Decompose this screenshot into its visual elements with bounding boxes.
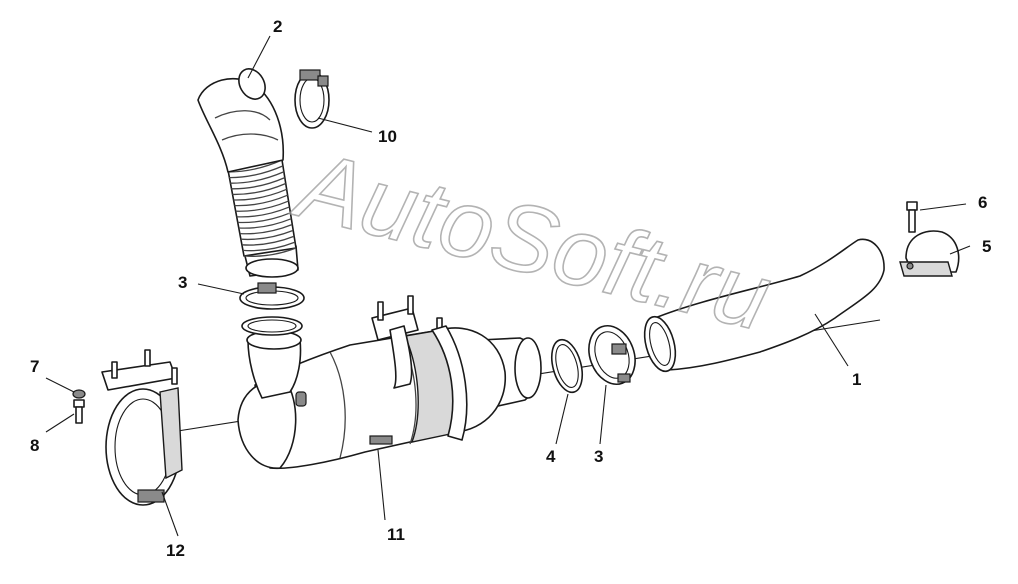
bellows-rib: [242, 241, 296, 252]
washer-7: [72, 389, 86, 399]
bellows-rib: [236, 206, 290, 218]
leader-12: [161, 491, 179, 537]
bellows-rib: [233, 188, 287, 201]
flex-elbow-pipe: [197, 68, 299, 278]
bellows-rib: [238, 218, 292, 229]
leader-3-left: [197, 283, 245, 295]
converter-mount-bracket: [371, 295, 468, 441]
callout-7: 7: [30, 357, 39, 376]
bolt-6: [906, 201, 918, 233]
watermark-text: AutoSoft.ru: [284, 130, 781, 351]
front-bracket-clamp: [101, 349, 183, 506]
inlet-gasket-rings: [241, 316, 303, 336]
bellows-rib: [239, 223, 293, 235]
bellows-ribs: [227, 159, 297, 257]
bellows-rib: [240, 229, 294, 241]
callout-6: 6: [978, 193, 987, 212]
bellows-rib: [232, 182, 286, 196]
callout-11: 11: [387, 525, 405, 544]
exhaust-pipe: [643, 238, 885, 373]
bellows-rib: [241, 235, 295, 246]
callout-2: 2: [273, 17, 282, 36]
bellows-rib: [231, 177, 286, 190]
leader-1: [814, 313, 849, 367]
gasket-ring: [550, 338, 584, 394]
band-clamp-right: [588, 325, 636, 385]
band-clamp-10: [294, 69, 330, 129]
leader-6: [919, 203, 967, 211]
leader-10: [317, 117, 373, 133]
callout-8: 8: [30, 436, 39, 455]
callout-5: 5: [982, 237, 991, 256]
leader-2: [247, 35, 271, 79]
bellows-rib: [243, 247, 297, 257]
callout-12: 12: [166, 541, 185, 560]
bellows-rib: [235, 200, 289, 212]
callout-10: 10: [378, 127, 397, 146]
band-clamp-left: [239, 282, 305, 310]
leader-8: [45, 413, 75, 433]
bolt-8: [73, 399, 85, 424]
callout-4: 4: [546, 447, 556, 466]
bellows-rib: [229, 165, 284, 179]
leader-5: [949, 245, 971, 255]
callout-1: 1: [852, 370, 861, 389]
bellows-rib: [237, 212, 291, 224]
pipe-bracket: [899, 230, 960, 277]
leader-4: [555, 393, 569, 445]
bellows-rib: [234, 194, 288, 207]
callout-3-left: 3: [178, 273, 187, 292]
inlet-pipe-vertical: [246, 330, 302, 399]
bellows-rib: [230, 171, 285, 184]
leader-3-right: [599, 384, 607, 445]
leader-11: [377, 449, 386, 521]
leader-7: [45, 377, 75, 393]
callout-3-right: 3: [594, 447, 603, 466]
